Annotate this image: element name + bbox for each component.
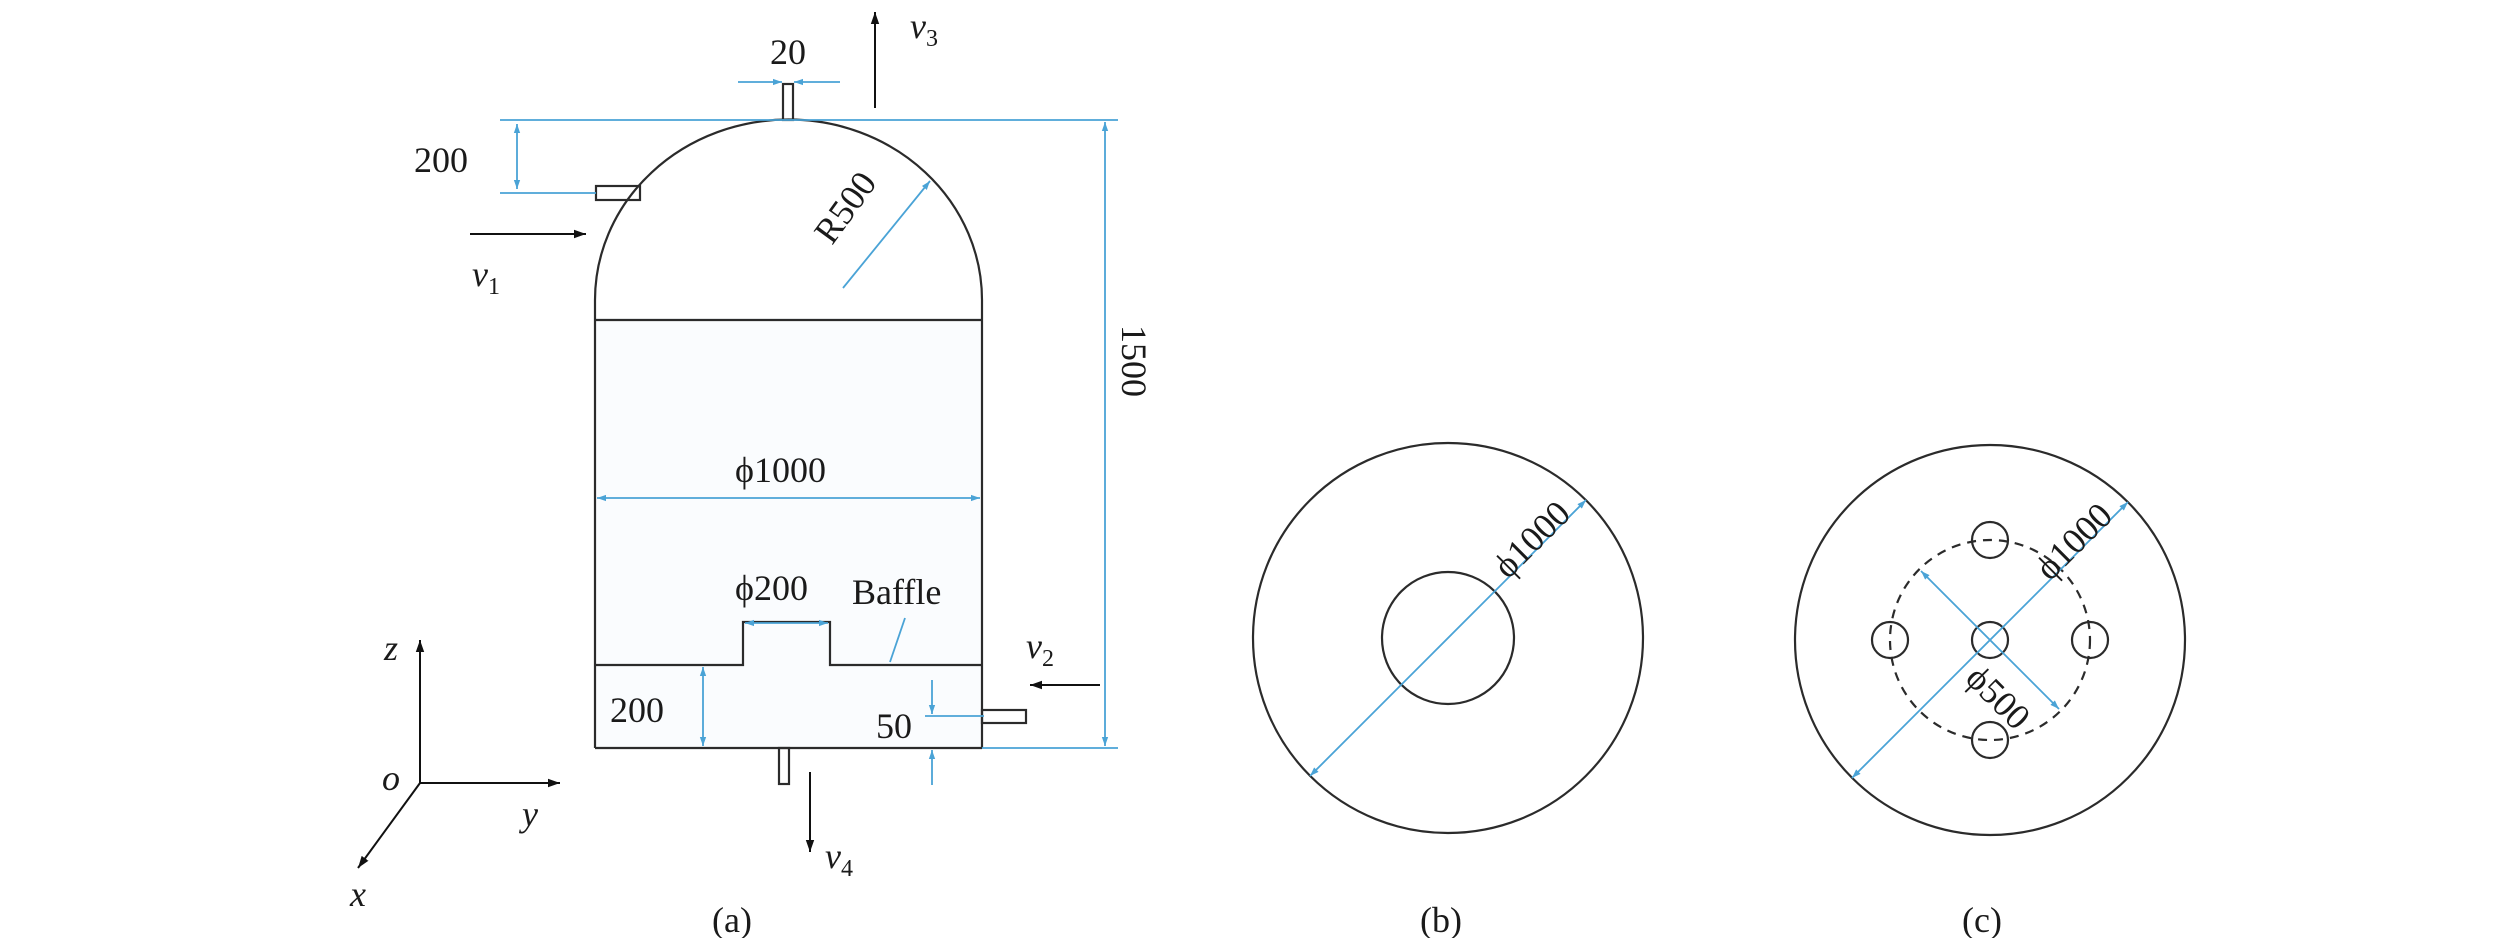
dim-hole-diameter-label: ϕ200: [735, 568, 808, 608]
bottom-nozzle: [777, 746, 791, 786]
axis-y-label: y: [519, 794, 538, 834]
dim-b-diameter-line: [1309, 499, 1587, 777]
flow-label-v2: v2: [1026, 626, 1054, 672]
axis-z-label: z: [383, 628, 398, 668]
flow-label-v1: v1: [472, 254, 500, 300]
dim-radius-arrow: [842, 180, 931, 289]
dim-diameter-label: ϕ1000: [735, 450, 826, 490]
dim-nozzle-width-label: 20: [770, 32, 806, 72]
panel-b-caption: (b): [1420, 900, 1462, 938]
dim-radius-label: R500: [806, 164, 884, 251]
dim-c-pitch-label: ϕ500: [1958, 657, 2038, 737]
axis-x-label: x: [349, 874, 366, 914]
dim-c-pitch-line: [1920, 570, 2060, 710]
panel-a-caption: (a): [712, 900, 752, 938]
top-nozzle: [781, 82, 795, 122]
vessel-dome: [593, 118, 984, 318]
dim-inlet-height-label: 200: [414, 140, 468, 180]
baffle-leader: [889, 617, 906, 663]
baffle-label: Baffle: [852, 572, 941, 612]
dim-baffle-height-label: 200: [610, 690, 664, 730]
dim-outlet-height-label: 50: [876, 706, 912, 746]
dim-total-height-label: 1500: [1114, 325, 1154, 397]
outlet-nozzle-side: [980, 708, 1028, 725]
dim-b-diameter-label: ϕ1000: [1485, 493, 1578, 586]
vessel-fill: [595, 318, 982, 748]
panel-a: 20 1500 200 R500 ϕ1000 ϕ200 Baffle 200 5…: [349, 6, 1154, 940]
flow-label-v4: v4: [825, 836, 853, 882]
flow-label-v3: v3: [910, 6, 938, 52]
baffle-outer-circle: [1251, 441, 1645, 835]
dim-c-diameter-label: ϕ1000: [2027, 495, 2120, 588]
baffle-outer-circle-c: [1793, 443, 2187, 837]
axis-x: [357, 782, 421, 869]
axis-origin-label: o: [382, 758, 400, 798]
panel-b: ϕ1000 (b): [1251, 441, 1645, 940]
panel-c: ϕ1000 ϕ500 (c): [1793, 443, 2187, 940]
panel-c-caption: (c): [1962, 900, 2002, 938]
